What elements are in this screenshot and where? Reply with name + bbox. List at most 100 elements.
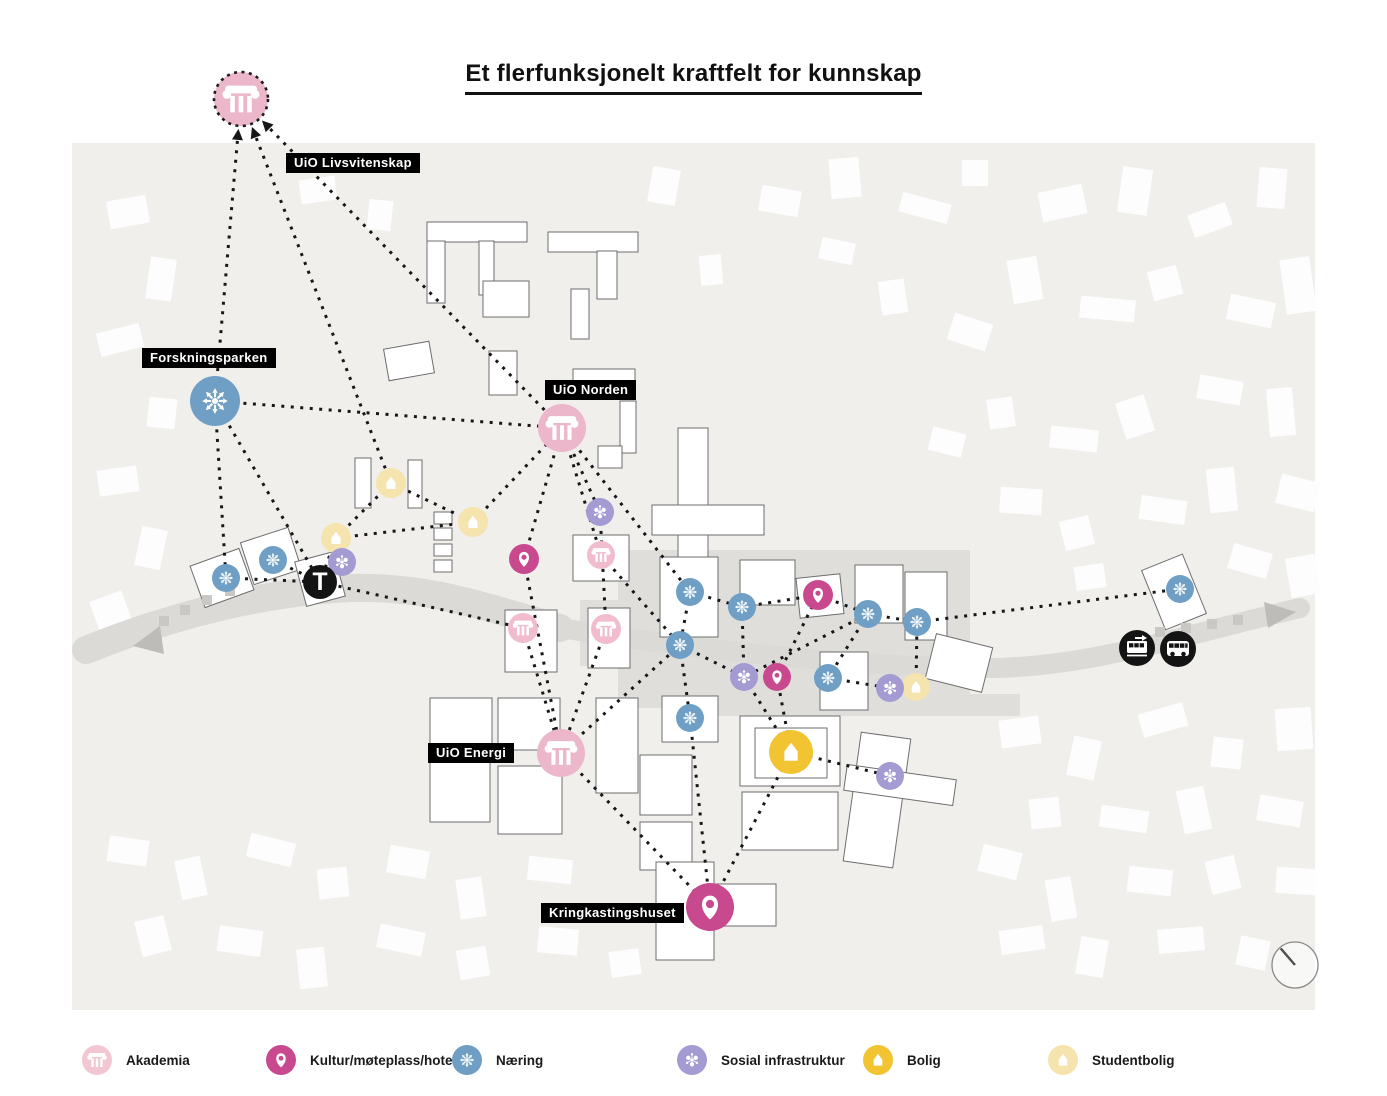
- node-kultur-1: [509, 544, 539, 574]
- network-icon: [883, 769, 897, 783]
- connection-line: [559, 751, 712, 909]
- campus-building: [433, 511, 453, 525]
- campus-buildings: [189, 221, 1208, 961]
- node-studentbolig-4: [902, 673, 930, 701]
- connection-line: [708, 751, 793, 908]
- node-akademia-small-2: [508, 613, 538, 643]
- building-block: [1116, 166, 1154, 216]
- campus-building: [433, 527, 453, 541]
- node-naering-3: [676, 578, 704, 606]
- legend-icon-sosial: [677, 1045, 707, 1075]
- building-block: [455, 945, 491, 981]
- campus-building: [570, 288, 590, 340]
- house-icon: [468, 515, 478, 528]
- network-icon: [593, 505, 607, 519]
- connection-line: [741, 593, 819, 609]
- building-block: [1210, 736, 1244, 770]
- node-sosial-2: [586, 498, 614, 526]
- building-block: [134, 914, 172, 958]
- building-block: [1227, 542, 1273, 580]
- building-block: [526, 855, 574, 885]
- node-naering-1: [212, 564, 240, 592]
- building-block: [1138, 494, 1188, 526]
- network-icon: [737, 670, 751, 684]
- column-icon: [591, 548, 611, 562]
- house-icon: [386, 476, 396, 489]
- campus-building: [407, 459, 423, 509]
- column-icon: [222, 85, 260, 113]
- node-sosial-5: [876, 762, 904, 790]
- transit-circle: [303, 565, 337, 599]
- building-block: [1073, 563, 1107, 591]
- bus-stop: [1160, 631, 1196, 667]
- building-block: [1205, 466, 1239, 514]
- node-akademia-small-3: [591, 614, 621, 644]
- node-uio-livsvitenskap: [212, 70, 270, 128]
- connection-line: [916, 587, 1181, 624]
- building-block: [1048, 425, 1100, 453]
- building-block: [1137, 702, 1189, 738]
- page-title: Et flerfunksjonelt kraftfelt for kunnska…: [0, 60, 1387, 95]
- house-icon: [1058, 1053, 1068, 1066]
- connection-line: [521, 627, 563, 754]
- node-uio-norden: [538, 404, 586, 452]
- building-block: [1175, 785, 1213, 835]
- legend-label: Kultur/møteplass/hotell: [310, 1052, 461, 1068]
- building-block: [1256, 166, 1288, 210]
- tbane-letter: T: [312, 569, 327, 596]
- column-icon: [544, 741, 578, 765]
- campus-building: [596, 250, 618, 300]
- direction-arrows: [133, 586, 1296, 654]
- building-block: [385, 844, 431, 880]
- node-naering-10: [1166, 575, 1194, 603]
- building-block: [898, 191, 952, 225]
- map-label-uio-energi: UiO Energi: [428, 743, 515, 763]
- building-block: [536, 926, 580, 956]
- map-label-uio-norden: UiO Norden: [545, 380, 637, 400]
- column-icon: [595, 621, 617, 637]
- node-naering-2: [259, 546, 287, 574]
- radiating-arrows-icon: [909, 614, 925, 630]
- page-title-text: Et flerfunksjonelt kraftfelt for kunnska…: [465, 60, 922, 95]
- building-block: [998, 715, 1042, 749]
- connection-line: [599, 554, 682, 646]
- campus-building: [382, 340, 436, 382]
- building-block: [145, 256, 177, 302]
- connection-line: [560, 427, 692, 593]
- legend-item-sosial: Sosial infrastruktur: [675, 1042, 845, 1078]
- building-block: [455, 876, 487, 920]
- campus-building: [924, 633, 994, 693]
- network-icon: [883, 681, 897, 695]
- building-block: [1279, 256, 1317, 315]
- node-kringkastingshuset: [686, 883, 734, 931]
- legend-icon-studentbolig: [1048, 1045, 1078, 1075]
- node-naering-8: [814, 664, 842, 692]
- compass-needle-icon: [1279, 947, 1296, 966]
- road-dash: [1181, 623, 1191, 633]
- node-naering-7: [666, 631, 694, 659]
- building-block: [986, 396, 1016, 430]
- radiating-arrows-icon: [459, 1052, 475, 1068]
- building-block: [366, 198, 394, 232]
- road-dash: [180, 605, 190, 615]
- network-icon: [685, 1053, 699, 1067]
- radiating-arrows-icon: [734, 599, 750, 615]
- building-block: [1066, 735, 1102, 781]
- connection-line: [598, 511, 608, 630]
- building-block: [105, 194, 151, 230]
- campus-building: [354, 457, 372, 509]
- building-block: [1044, 876, 1078, 922]
- connection-line: [471, 426, 564, 524]
- connection-line: [335, 520, 474, 540]
- building-block: [608, 948, 642, 978]
- building-block: [106, 835, 150, 867]
- connection-line: [334, 481, 393, 540]
- node-kultur-3: [763, 663, 791, 691]
- road-dash: [1207, 619, 1217, 629]
- building-block: [1204, 854, 1242, 896]
- radiating-arrows-icon: [820, 670, 836, 686]
- edge-arrowhead-icon: [232, 128, 243, 141]
- building-block: [828, 156, 862, 200]
